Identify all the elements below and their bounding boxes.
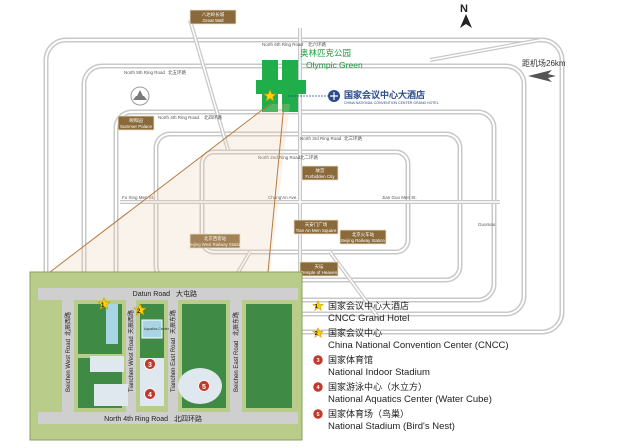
north-arrow-icon	[460, 14, 472, 28]
inset-circle-3	[144, 358, 156, 370]
legend-marker-number: 1	[315, 304, 318, 310]
inset-marker-1: 1	[101, 303, 105, 309]
ring6-label: North 6th Ring Road	[262, 42, 304, 47]
north-label: N	[460, 3, 468, 15]
great-wall-badge	[189, 9, 237, 25]
legend-item: 1 国家会议中心大酒店 CNCC Grand Hotel	[312, 300, 612, 327]
legend-item-zh: 国家体育场（鸟巢）	[328, 409, 410, 419]
tianchen-east-en: Tianchen East Road	[171, 338, 177, 392]
ring3-label: North 3rd Ring Road	[300, 136, 342, 141]
inset-marker-2: 2	[137, 309, 141, 315]
tianchen-west-zh: 天辰西路	[127, 310, 135, 334]
tianchen-west-en: Tianchen West Road	[129, 336, 135, 392]
legend-item: 4 国家游泳中心（水立方） National Aquatics Center (Wa…	[312, 381, 612, 408]
route-line-b	[267, 103, 285, 273]
legend-marker-number: 3	[316, 358, 319, 364]
legend-item-zh: 国家体育馆	[328, 355, 374, 365]
hotel-en: CHINA NATIONAL CONVENTION CENTER GRAND H…	[344, 101, 439, 105]
inset-circle-4	[144, 388, 156, 400]
legend-item-zh: 国家游泳中心（水立方）	[328, 382, 428, 392]
hotel-zh: 国家会议中心大酒店	[344, 89, 425, 100]
changan-label: Chang'An Ave.	[268, 195, 298, 200]
fuxingmen-label: Fu Xing Men St.	[122, 195, 154, 200]
tiananmen-badge	[293, 219, 339, 235]
legend-item-en: National Aquatics Center (Water Cube)	[328, 394, 492, 405]
summer-palace-en: Summer Palace	[120, 124, 153, 129]
datun-road-zh: 大屯路	[176, 289, 197, 298]
pagoda-icon	[130, 86, 150, 106]
ring4-label: North 4th Ring Road	[158, 115, 200, 120]
temple-badge	[299, 261, 339, 277]
ring2-zh: 北二环路	[300, 154, 318, 161]
temple-zh: 天坛	[315, 263, 324, 270]
legend-item-en: CNCC Grand Hotel	[328, 313, 410, 324]
tiananmen-en: Tian An Men Square	[296, 228, 337, 233]
inset-pointer	[50, 104, 290, 272]
olympic-green-area	[256, 60, 306, 112]
venue-inset: Datun Road 大屯路 North 4th Ring Road 北四环路 …	[29, 271, 303, 441]
forbidden-city-en: Forbidden City	[305, 174, 335, 179]
circle-marker-icon: 3	[313, 355, 323, 365]
ring6-zh: 北六环路	[308, 41, 326, 48]
great-wall-en: Great Wall	[202, 18, 223, 23]
tiananmen-zh: 天安门广场	[305, 221, 328, 228]
ring3-zh: 北三环路	[344, 135, 362, 142]
legend-item-zh: 国家会议中心大酒店	[328, 301, 410, 311]
circle-marker-icon: 5	[313, 409, 323, 419]
inset-ring4-en: North 4th Ring Road	[104, 416, 168, 423]
legend: 1 国家会议中心大酒店 CNCC Grand Hotel 2 国家会议中心 China N…	[312, 300, 612, 435]
legend-marker-number: 2	[315, 331, 318, 337]
datun-road-en: Datun Road	[133, 291, 170, 298]
hotel-logo-icon	[328, 90, 340, 102]
ring4-zh: 北四环路	[204, 114, 222, 121]
forbidden-city-zh: 故宫	[316, 167, 325, 174]
legend-marker-number: 4	[316, 385, 320, 391]
west-station-zh: 北京西客站	[204, 235, 227, 242]
beichen-west-en: Beichen West Road	[66, 339, 72, 392]
railway-station-zh: 北京火车站	[352, 231, 375, 238]
jianguomen-label: Jian Guo Men St.	[382, 195, 417, 200]
route-line-a	[49, 103, 271, 273]
forbidden-city-badge	[301, 165, 339, 181]
legend-item: 2 国家会议中心 China National Convention Center …	[312, 327, 612, 354]
guomao-label: Guomao	[478, 222, 496, 227]
tianchen-east-zh: 天辰东路	[169, 310, 177, 334]
inset-marker-4: 4	[148, 392, 152, 399]
beichen-west-zh: 北辰西路	[64, 312, 72, 336]
legend-item-zh: 国家会议中心	[328, 328, 383, 338]
airport-distance: 距机场26km	[522, 58, 566, 68]
star-icon: 2	[312, 327, 324, 338]
summer-palace-badge	[117, 115, 155, 131]
legend-item-en: China National Convention Center (CNCC)	[328, 340, 509, 351]
star-icon: 1	[312, 300, 324, 311]
beichen-east-zh: 北辰东路	[232, 312, 240, 336]
inset-marker-3: 3	[148, 362, 152, 369]
west-station-en: Beijing West Railway Station	[188, 242, 243, 247]
great-wall-zh: 八达岭长城	[202, 11, 225, 18]
west-station-badge	[189, 233, 241, 249]
railway-station-badge	[339, 229, 387, 245]
legend-item: 3 国家体育馆 National Indoor Stadium	[312, 354, 612, 381]
olympic-green-en: Olympic Green	[306, 60, 363, 70]
olympic-green-zh: 奥林匹克公园	[300, 48, 351, 58]
legend-item: 5 国家体育场（鸟巢） National Stadium (Bird's Nest)	[312, 408, 612, 435]
circle-marker-icon: 4	[313, 382, 323, 392]
inset-circle-5	[198, 380, 210, 392]
inset-marker-5: 5	[202, 384, 206, 391]
railway-station-en: Beijing Railway Station	[341, 238, 385, 243]
temple-en: Temple of Heaven	[301, 270, 338, 275]
airplane-icon	[528, 70, 556, 82]
legend-item-en: National Stadium (Bird's Nest)	[328, 421, 455, 432]
ring5-zh: 北五环路	[168, 69, 186, 76]
inset-ring4-zh: 北四环路	[174, 414, 202, 423]
summer-palace-zh: 颐和园	[129, 117, 143, 124]
aquatics-label: Aquatics Center	[144, 327, 170, 331]
ring5-label: North 5th Ring Road	[124, 70, 166, 75]
legend-marker-number: 5	[316, 412, 319, 418]
beichen-east-en: Beichen East Road	[234, 341, 240, 392]
legend-item-en: National Indoor Stadium	[328, 367, 430, 378]
